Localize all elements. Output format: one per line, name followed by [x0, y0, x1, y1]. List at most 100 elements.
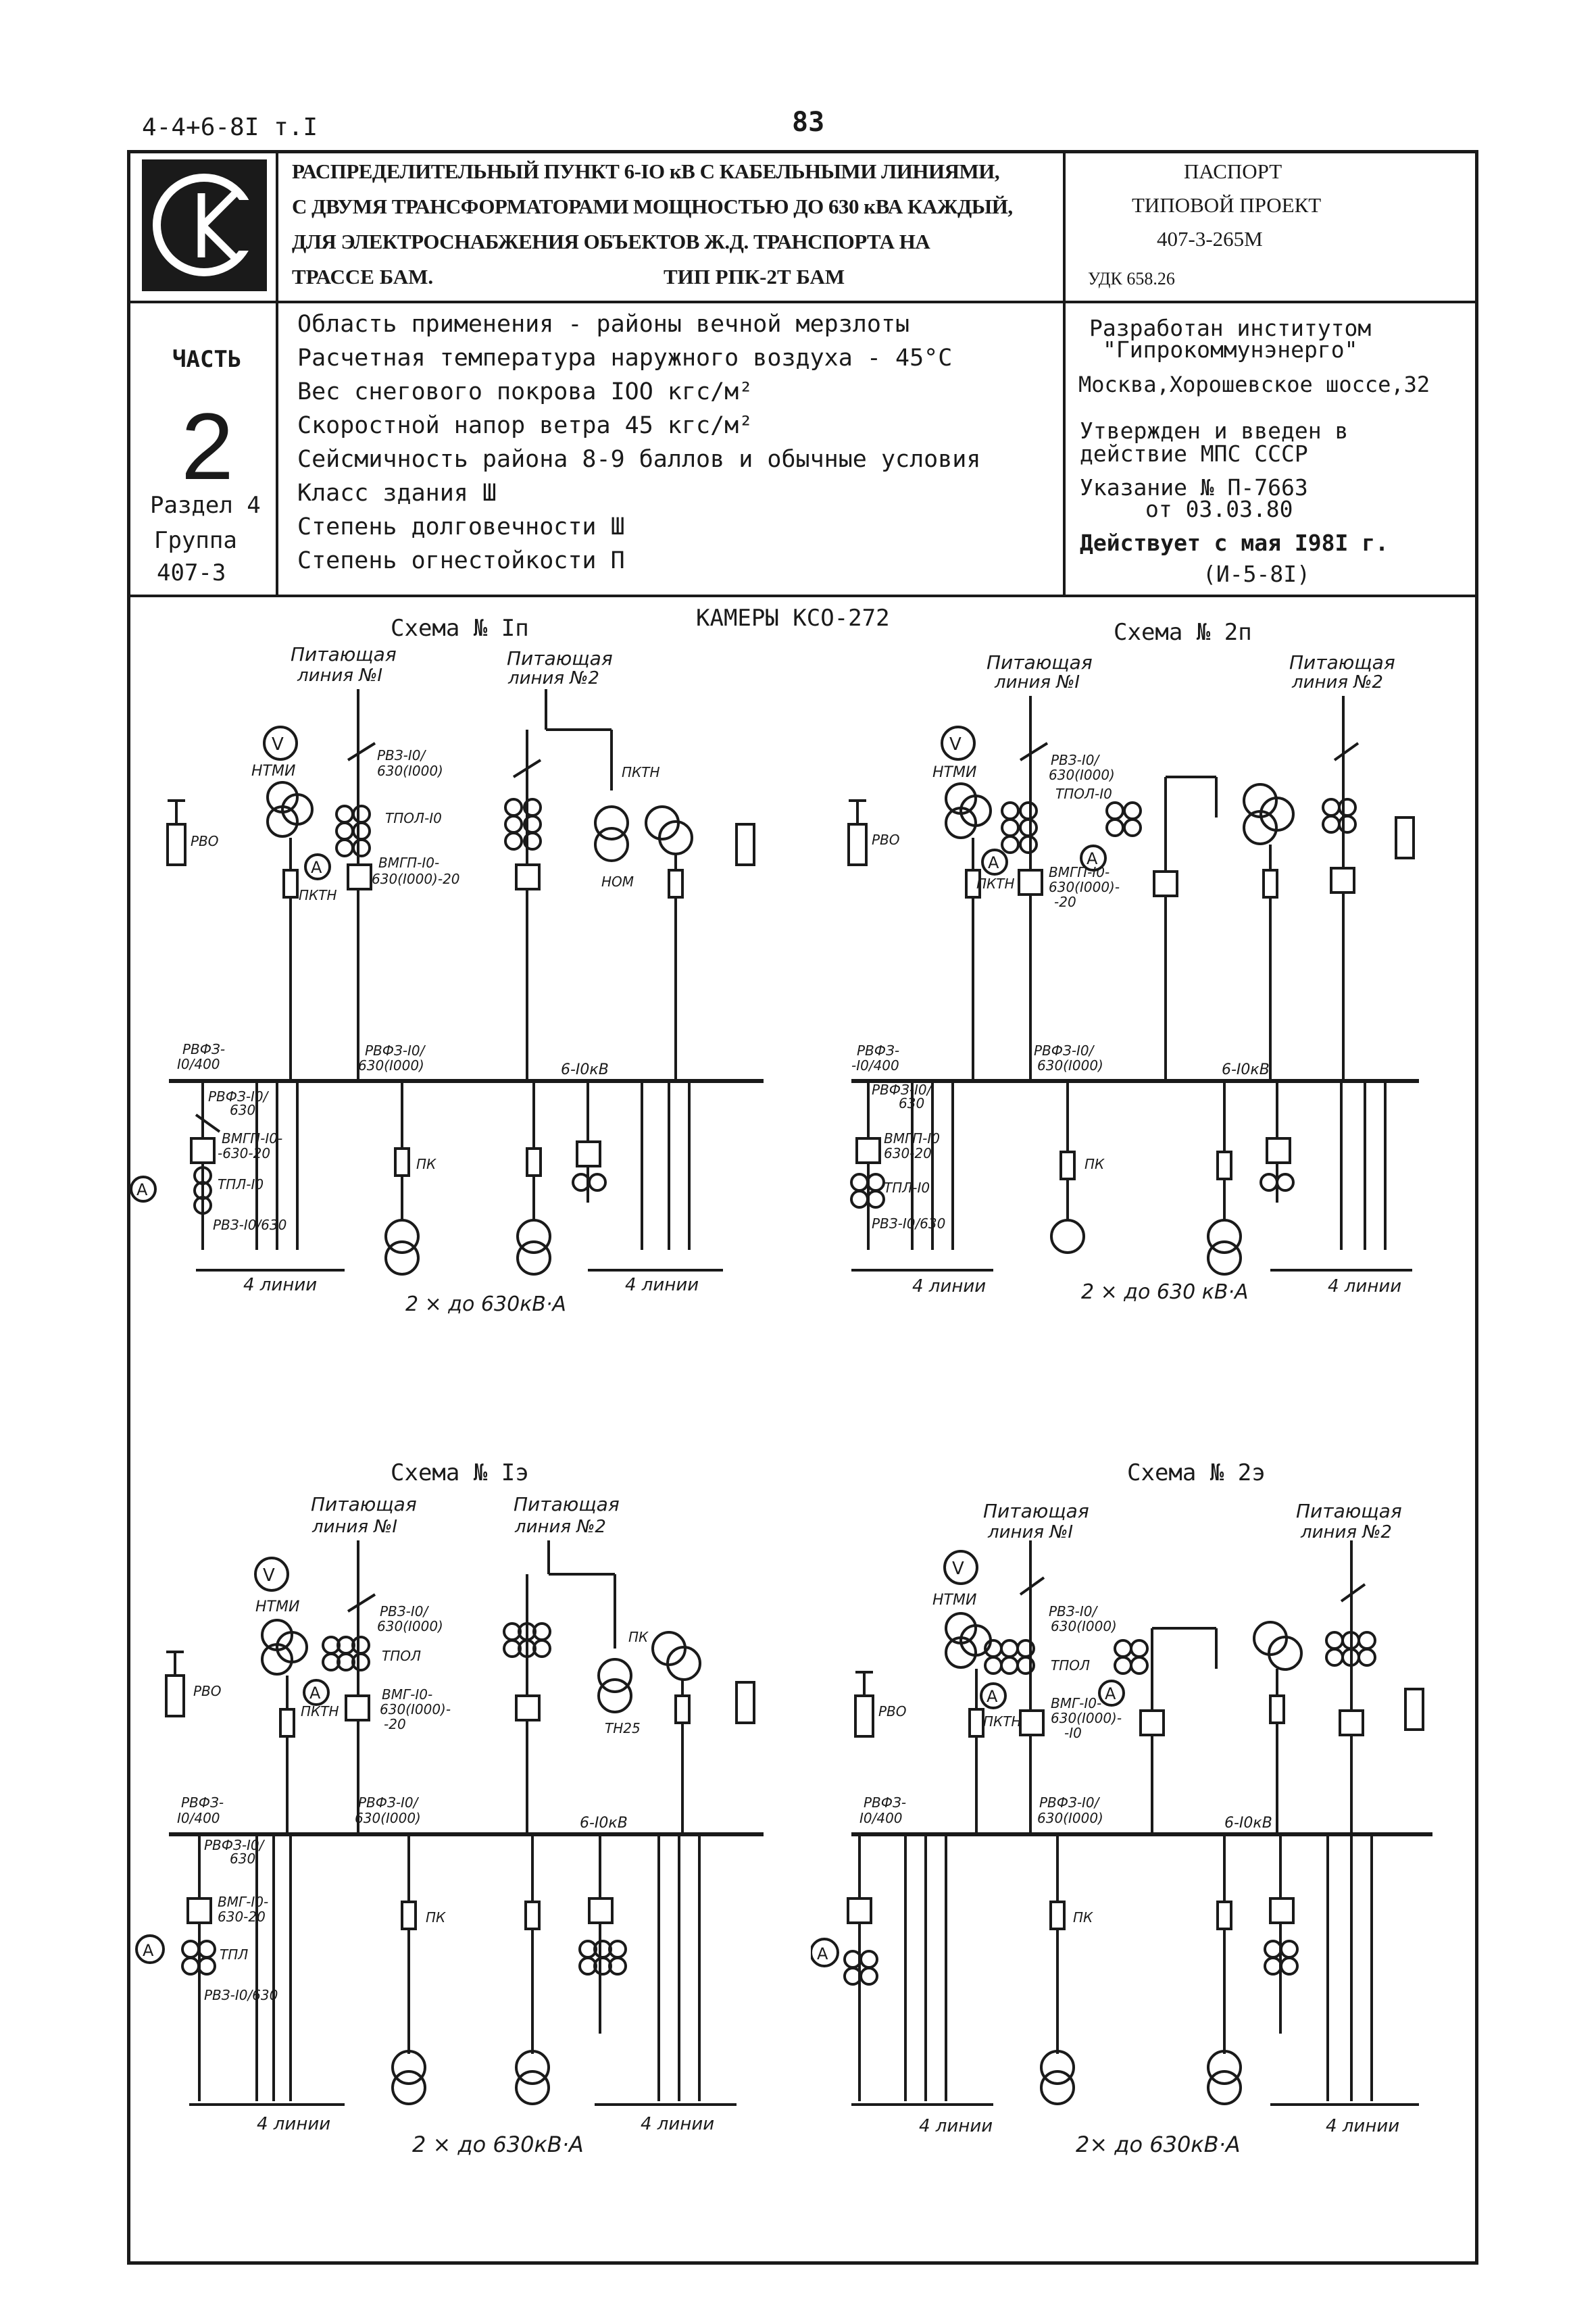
condition-application: Область применения - районы вечной мерзл… [297, 311, 910, 338]
scheme-2e-tpol-label: ТПОЛ [1051, 1657, 1090, 1674]
group-number: 407-3 [157, 559, 226, 586]
scheme-2p-vmgp-label-3: -20 [1054, 894, 1076, 910]
svg-text:A: A [1087, 849, 1098, 868]
scheme-2p-title: Схема № 2п [1114, 619, 1252, 646]
scheme-2p-rvz-label-2: 630(I000) [1049, 767, 1115, 783]
change-number: (И-5-8I) [1203, 561, 1310, 587]
condition-seismic: Сейсмичность района 8-9 баллов и обычные… [297, 446, 981, 473]
scheme-2e-vmg-label-2: 630(I000)- [1051, 1710, 1122, 1726]
scheme-2p-feed1-label: Питающая [987, 651, 1093, 674]
scheme-1e-feed2-label: Питающая [514, 1493, 620, 1515]
scheme-2e-bus-label: 6-I0кВ [1224, 1815, 1272, 1832]
scheme-1e-vmg2-label-2: 630-20 [218, 1909, 266, 1925]
condition-fire-resistance: Степень огнестойкости П [297, 547, 625, 574]
developer-address: Москва,Хорошевское шоссе,32 [1078, 372, 1430, 397]
page-number: 83 [792, 107, 825, 138]
scheme-2p-vmgp2-label-2: 630-20 [884, 1145, 932, 1161]
scheme-1p-rvfz3-label-2: 630 [230, 1102, 255, 1118]
scheme-2e-rvfz2-label-2: 630(I000) [1037, 1810, 1103, 1826]
scheme-2e-title: Схема № 2э [1127, 1459, 1266, 1486]
udk-code: УДК 658.26 [1088, 269, 1175, 288]
scheme-2e-ntmi-label: НТМИ [932, 1592, 976, 1609]
scheme-2e-rvfz-label: РВФЗ- [864, 1794, 906, 1811]
scheme-1e-lines-right: 4 линии [641, 2114, 714, 2134]
svg-text:V: V [949, 734, 962, 755]
title-line-1: РАСПРЕДЕЛИТЕЛЬНЫЙ ПУНКТ 6-IO кВ С КАБЕЛЬ… [292, 159, 1000, 183]
scheme-2p-diagram: Питающая линия №I Питающая линия №2 V НТ… [847, 651, 1419, 1304]
scheme-1e-vmg2-label: ВМГ-I0- [218, 1894, 268, 1910]
scheme-2p-transformers: 2 × до 630 кВ·А [1081, 1280, 1249, 1304]
scheme-1p-bus-label: 6-I0кВ [561, 1061, 609, 1078]
svg-text:A: A [1105, 1684, 1116, 1703]
scheme-2e-feed2-label: Питающая [1296, 1500, 1402, 1522]
scheme-1p-vmgp-label-2: 630(I000)-20 [372, 871, 460, 887]
effective-date: Действует с мая I98I г. [1080, 530, 1389, 556]
scheme-1p-pktn2-label: ПКТН [622, 764, 660, 780]
scheme-1p-nom-label: НОМ [601, 874, 634, 890]
svg-text:A: A [988, 853, 999, 872]
scheme-2p-ntmi-label: НТМИ [932, 764, 976, 781]
svg-text:A: A [987, 1687, 998, 1706]
scheme-1e-rvfz3-label-2: 630 [230, 1851, 255, 1867]
group-label: Группа [154, 527, 237, 554]
scheme-1p-rvfz-label: РВФЗ- [182, 1041, 225, 1057]
approval-order: Указание № П-7663 [1080, 474, 1308, 501]
scheme-2e-feed1-label: Питающая [983, 1500, 1089, 1522]
condition-durability: Степень долговечности Ш [297, 513, 625, 540]
scheme-2p-rvfz2-label-2: 630(I000) [1037, 1057, 1103, 1074]
scheme-1p-rvfz-label-2: I0/400 [177, 1056, 220, 1072]
passport-typical-project: ТИПОВОЙ ПРОЕКТ [1132, 193, 1322, 217]
scheme-2p-vmgp-label-2: 630(I000)- [1049, 879, 1120, 895]
scheme-1e-pk-top-label: ПК [628, 1629, 649, 1645]
frame-top [127, 150, 1478, 153]
scheme-1e-rvfz-label: РВФЗ- [181, 1794, 224, 1811]
scheme-1p-transformers: 2 × до 630кВ·А [405, 1292, 566, 1316]
scheme-2e-lines-left: 4 линии [919, 2116, 993, 2136]
scheme-1p-lines-right: 4 линии [625, 1275, 699, 1295]
organization-logo [142, 159, 267, 291]
scheme-1p-ntmi-label: НТМИ [251, 763, 295, 780]
scheme-1e-rvz-label-2: 630(I000) [377, 1618, 443, 1634]
scheme-1e-rvz2-label: РВЗ-I0/630 [204, 1987, 278, 2003]
scheme-1e-title: Схема № Iэ [391, 1459, 529, 1486]
scheme-1p-pktn-label: ПКТН [299, 887, 337, 903]
scheme-1e-vmg-label: ВМГ-I0- [382, 1686, 432, 1703]
scheme-2p-rvz2-label: РВЗ-I0/630 [872, 1215, 945, 1232]
title-divider [127, 301, 1478, 303]
cameras-title: КАМЕРЫ КСО-272 [696, 605, 890, 632]
passport-project-number: 407-3-265М [1157, 227, 1263, 251]
scheme-2e-vmg-label-3: -I0 [1064, 1725, 1082, 1741]
condition-wind: Скоростной напор ветра 45 кгс/м² [297, 412, 753, 439]
scheme-2e-rvz-label-2: 630(I000) [1051, 1618, 1117, 1634]
scheme-2p-rvfz-label: РВФЗ- [857, 1042, 899, 1059]
scheme-2p-lines-left: 4 линии [912, 1276, 986, 1297]
scheme-1p-feed2-label: Питающая [507, 647, 613, 670]
scheme-2p-feed1-label-2: линия №I [994, 672, 1080, 693]
scheme-1p-rvz-label-2: 630(I000) [377, 763, 443, 779]
scheme-1e-rvfz3-label: РВФЗ-I0/ [204, 1837, 266, 1853]
scheme-1p-rvfz2-label-2: 630(I000) [358, 1057, 424, 1074]
info-divider [127, 595, 1478, 597]
scheme-1e-feed1-label: Питающая [311, 1493, 417, 1515]
scheme-2p-rvfz3-label: РВФЗ-I0/ [872, 1082, 933, 1098]
scheme-1p-feed1-label: Питающая [291, 643, 397, 665]
scheme-2e-rvfz-label-2: I0/400 [859, 1810, 903, 1826]
scheme-1e-vmg-label-2: 630(I000)- [380, 1701, 451, 1717]
scheme-1p-rvfz3-label: РВФЗ-I0/ [208, 1088, 270, 1105]
scheme-2e-pktn-label: ПКТН [983, 1713, 1022, 1730]
scheme-1p-vmgp2-label: ВМГП-I0- [222, 1130, 282, 1147]
scheme-2e-transformers: 2× до 630кВ·А [1076, 2132, 1241, 2157]
scheme-2p-bus-label: 6-I0кВ [1222, 1061, 1270, 1078]
scheme-2p-feed2-label: Питающая [1289, 651, 1395, 674]
scheme-2e-feed2-label-2: линия №2 [1300, 1522, 1392, 1542]
scheme-1p-title: Схема № Iп [391, 615, 529, 642]
svg-text:V: V [263, 1565, 275, 1586]
scheme-1e-rvfz2-label-2: 630(I000) [355, 1810, 421, 1826]
developer-line-2: "Гипрокоммунэнерго" [1103, 336, 1358, 363]
condition-snow: Вес снегового покрова IOO кгс/м² [297, 378, 753, 405]
frame-left [127, 150, 130, 2265]
scheme-2p-rvfz2-label: РВФЗ-I0/ [1034, 1042, 1095, 1059]
scheme-1p-tpol-label: ТПОЛ-I0 [385, 810, 442, 826]
passport-label: ПАСПОРТ [1184, 159, 1282, 183]
svg-text:A: A [311, 858, 322, 877]
